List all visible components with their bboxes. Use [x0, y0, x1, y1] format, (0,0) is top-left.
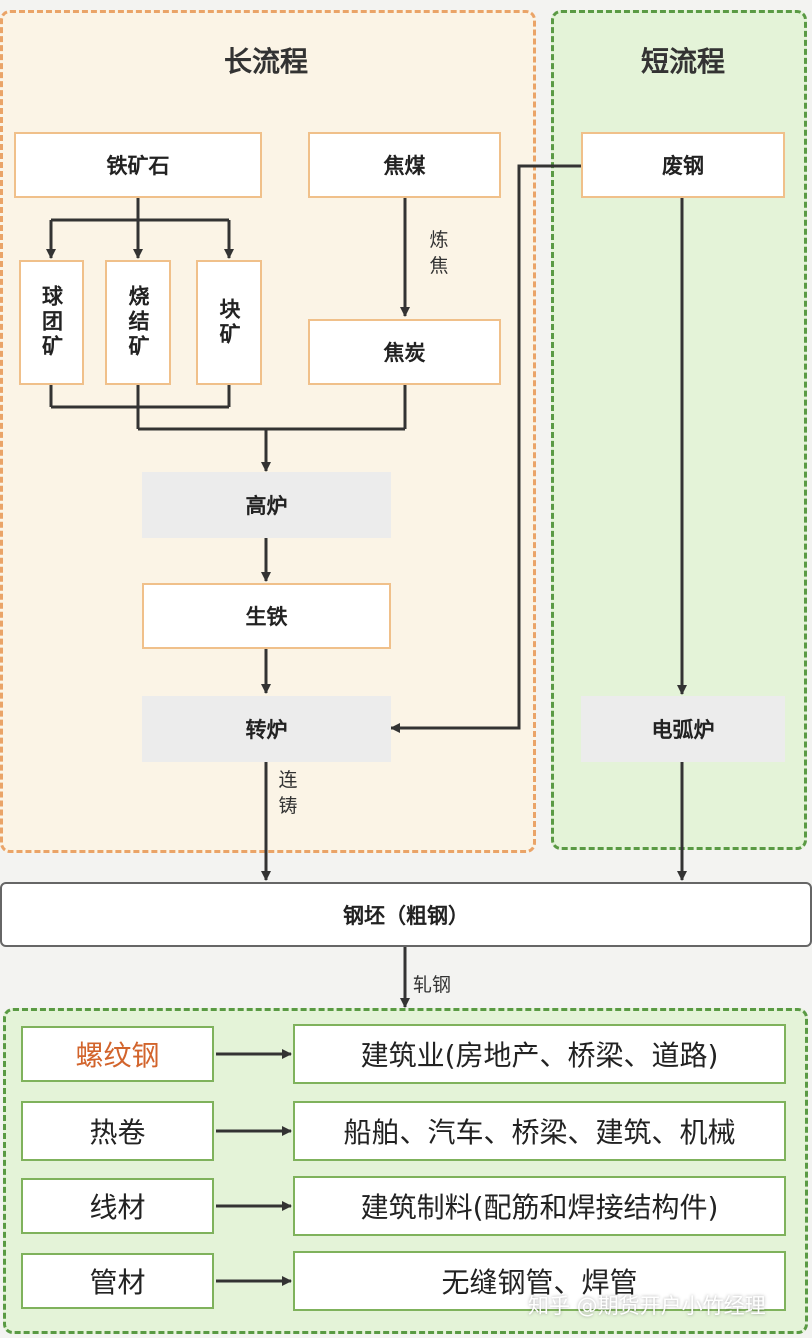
watermark-text: 知乎 @期货开户小竹经理	[528, 1294, 766, 1318]
node-blast-furnace: 高炉	[142, 472, 391, 538]
short-process-title: 短流程	[640, 45, 725, 78]
use-hot-coil: 船舶、汽车、桥梁、建筑、机械	[293, 1101, 786, 1161]
node-coke: 焦炭	[308, 319, 501, 385]
node-billet: 钢坯（粗钢）	[0, 882, 812, 947]
product-wire-rod: 线材	[21, 1178, 214, 1234]
node-sinter: 烧结矿	[105, 260, 171, 385]
node-lump-ore: 块矿	[196, 260, 262, 385]
product-pipe: 管材	[21, 1253, 214, 1309]
node-scrap-steel: 废钢	[581, 132, 785, 198]
label-coking: 炼焦	[429, 229, 449, 277]
node-pellet: 球团矿	[19, 260, 84, 385]
use-wire-rod: 建筑制料(配筋和焊接结构件)	[293, 1176, 786, 1236]
label-rolling: 轧钢	[413, 974, 452, 996]
use-pipe: 无缝钢管、焊管	[293, 1251, 786, 1311]
node-coking-coal: 焦煤	[308, 132, 501, 198]
node-converter: 转炉	[142, 696, 391, 762]
label-continuous-casting: 连铸	[278, 769, 298, 817]
use-rebar: 建筑业(房地产、桥梁、道路)	[293, 1024, 786, 1084]
node-iron-ore: 铁矿石	[14, 132, 262, 198]
long-process-title: 长流程	[223, 45, 308, 78]
node-eaf: 电弧炉	[581, 696, 785, 762]
product-hot-coil: 热卷	[21, 1101, 214, 1161]
product-rebar: 螺纹钢	[21, 1026, 214, 1082]
node-pig-iron: 生铁	[142, 583, 391, 649]
